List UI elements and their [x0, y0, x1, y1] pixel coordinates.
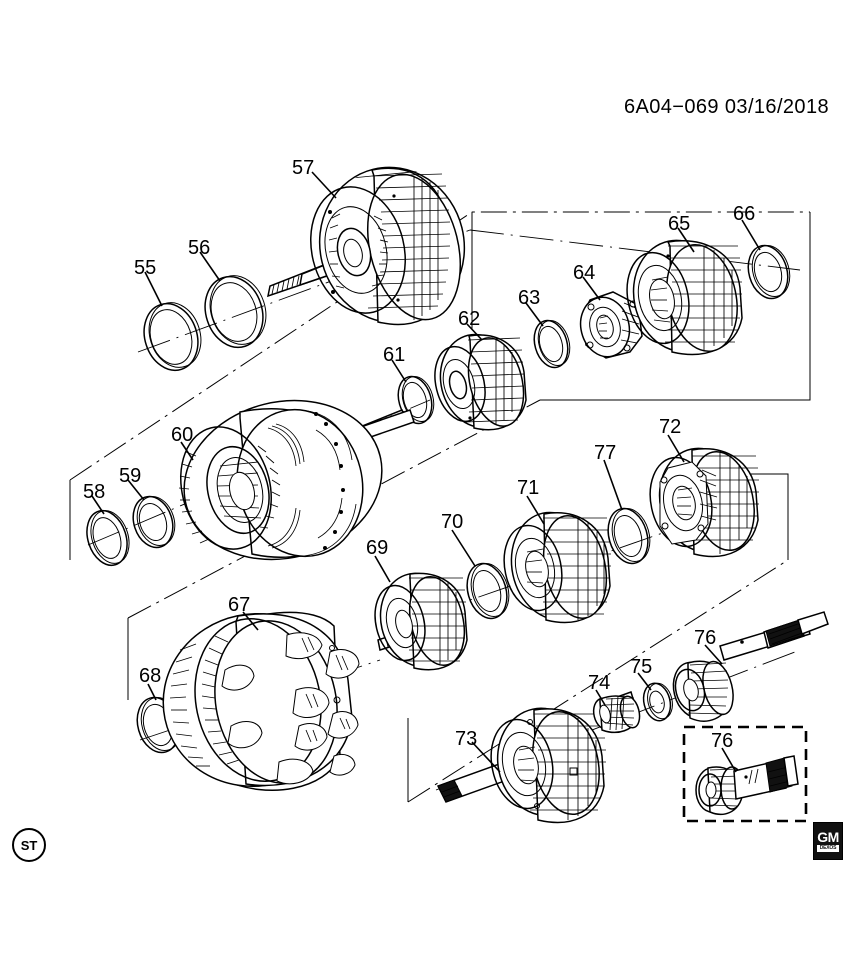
part-thrust-washer-58: [86, 509, 130, 567]
callout-76[interactable]: 76: [694, 627, 717, 649]
callout-70[interactable]: 70: [441, 511, 464, 533]
part-output-shaft-76: [672, 611, 829, 722]
callout-63[interactable]: 63: [518, 287, 541, 309]
leader-77: [603, 459, 623, 511]
leader-67: [242, 611, 259, 631]
part-clutch-pack-62: [434, 333, 527, 431]
part-thrust-bearing-61: [397, 375, 435, 425]
leader-68: [147, 683, 157, 701]
leader-65: [677, 227, 695, 253]
detail-inset-box: [682, 725, 808, 823]
callout-65[interactable]: 65: [668, 213, 691, 235]
callout-72[interactable]: 72: [659, 416, 682, 438]
part-planet-carrier-64: [579, 291, 643, 359]
callout-62[interactable]: 62: [458, 308, 481, 330]
part-thrust-bearing-66: [747, 244, 791, 300]
leader-72: [667, 434, 685, 463]
part-output-shaft-76-inset: [695, 755, 799, 816]
leader-55: [144, 271, 163, 307]
part-sun-gear-69: [374, 572, 468, 671]
leader-69: [374, 555, 391, 583]
group-boundary-middle: [127, 399, 789, 803]
part-output-carrier-73: [436, 707, 606, 824]
leader-57: [311, 171, 337, 199]
callout-58[interactable]: 58: [83, 481, 106, 503]
leader-60: [180, 441, 194, 461]
callout-56[interactable]: 56: [188, 237, 211, 259]
leader-76-inset: [721, 747, 737, 773]
part-planet-carrier-72: [649, 447, 759, 558]
part-thrust-bearing-77: [607, 507, 651, 565]
part-thrust-bearing-70: [466, 562, 510, 620]
part-clutch-housing-60: [178, 399, 415, 561]
part-ring-gear-65: [626, 239, 743, 356]
leader-64: [582, 276, 601, 301]
callout-64[interactable]: 64: [573, 262, 596, 284]
callout-68[interactable]: 68: [139, 665, 162, 687]
part-seal-ring-56: [204, 275, 267, 349]
leader-75: [637, 672, 652, 691]
callout-66[interactable]: 66: [733, 203, 756, 225]
callout-75[interactable]: 75: [630, 656, 653, 678]
st-mark: ST: [12, 828, 46, 862]
part-ring-gear-71: [503, 511, 611, 624]
callout-61[interactable]: 61: [383, 344, 406, 366]
callout-59[interactable]: 59: [119, 465, 142, 487]
part-seal-ring-55: [143, 302, 202, 372]
leader-56: [199, 251, 221, 282]
leader-73: [471, 741, 501, 773]
callout-55[interactable]: 55: [134, 257, 157, 279]
callout-69[interactable]: 69: [366, 537, 389, 559]
leader-59: [127, 479, 145, 501]
callout-74[interactable]: 74: [588, 672, 611, 694]
callout-71[interactable]: 71: [517, 477, 540, 499]
leader-66: [741, 219, 761, 251]
callout-67[interactable]: 67: [228, 594, 251, 616]
leader-71: [526, 495, 545, 525]
part-thrust-washer-75: [642, 682, 673, 722]
part-spacer-74: [592, 691, 641, 734]
leader-74: [595, 689, 606, 706]
leader-70: [451, 529, 476, 567]
callout-57[interactable]: 57: [292, 157, 315, 179]
part-thrust-bearing-59: [132, 495, 176, 549]
part-thrust-bearing-63: [533, 319, 571, 369]
part-clutch-drum-57: [267, 166, 466, 326]
leader-63: [525, 302, 544, 327]
gm-wordmark: GM: [817, 829, 839, 845]
gm-sub-badge: DEXOS: [816, 845, 840, 852]
leader-58: [91, 495, 105, 515]
callout-60[interactable]: 60: [171, 424, 194, 446]
leader-62: [466, 323, 483, 341]
leader-76: [704, 644, 723, 665]
gm-logo: GM DEXOS: [813, 822, 843, 860]
callout-77[interactable]: 77: [594, 442, 617, 464]
group-boundary-top: [69, 211, 811, 560]
part-planet-cage-67: [162, 611, 360, 791]
drawing-number-and-date: 6A04−069 03/16/2018: [623, 96, 829, 118]
callout-73[interactable]: 73: [455, 728, 478, 750]
callout-76-inset[interactable]: 76: [711, 730, 734, 752]
leader-61: [391, 359, 407, 383]
